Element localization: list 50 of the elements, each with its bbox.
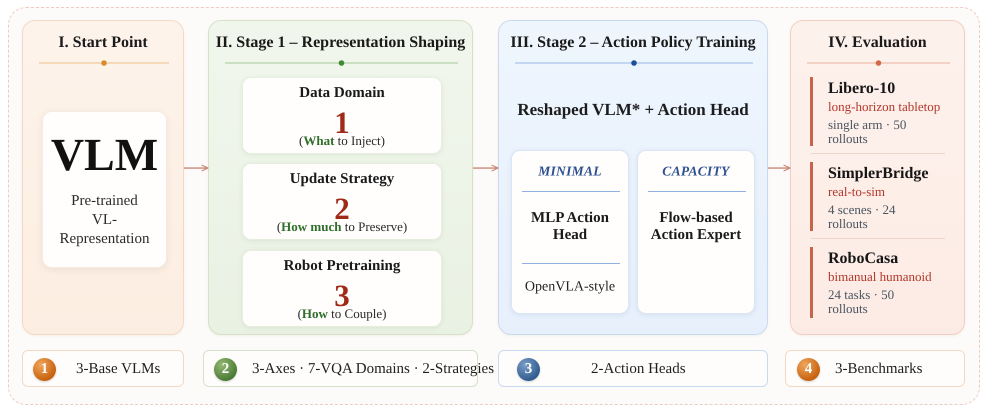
card-subtitle: (How to Couple): [298, 306, 386, 322]
arrow: [184, 164, 209, 172]
category-label: CAPACITY: [662, 162, 730, 180]
head-card: [511, 150, 629, 314]
model-name: VLM: [50, 130, 158, 180]
number-badge: 1: [33, 358, 56, 381]
panel-title: IV. Evaluation: [828, 33, 927, 53]
step-card: [242, 163, 442, 240]
benchmark-details: 24 tasks · 50 rollouts: [828, 288, 896, 316]
benchmark-task: long-horizon tabletop: [828, 99, 940, 115]
model-card: [42, 111, 167, 268]
panel-title: I. Start Point: [58, 33, 148, 53]
panel-title: III. Stage 2 – Action Policy Training: [510, 33, 756, 53]
step-card: [242, 77, 442, 154]
summary-box: [498, 350, 768, 387]
arrow: [768, 164, 791, 172]
card-subtitle: (How much to Preserve): [276, 219, 408, 235]
benchmark-task: bimanual humanoid: [828, 269, 932, 285]
card-title: MLP Action Head: [530, 210, 610, 244]
card-description: Pre-trained VL-Representation: [58, 192, 150, 249]
stage-panel: [498, 20, 768, 335]
step-card: [242, 250, 442, 327]
card-title: Flow-based Action Expert: [650, 210, 742, 244]
panel-title: II. Stage 1 – Representation Shaping: [216, 33, 466, 53]
summary-text: 3-Base VLMs: [76, 360, 160, 378]
number-badge: 3: [517, 358, 540, 381]
benchmark-task: real-to-sim: [828, 184, 886, 200]
benchmark-name: Libero-10: [828, 79, 896, 99]
stage-panel: [22, 20, 184, 335]
benchmark-name: SimplerBridge: [828, 164, 928, 184]
head-card: [637, 150, 755, 314]
panel-subtitle: Reshaped VLM* + Action Head: [517, 99, 749, 120]
card-title: Data Domain: [299, 84, 385, 102]
stage-panel: [790, 20, 965, 335]
benchmark-details: 4 scenes · 24 rollouts: [828, 203, 897, 231]
benchmark-name: RoboCasa: [828, 249, 898, 269]
benchmark-details: single arm · 50 rollouts: [828, 118, 908, 146]
category-label: MINIMAL: [538, 162, 602, 180]
summary-text: 2-Action Heads: [591, 360, 686, 378]
summary-box: [785, 350, 965, 387]
card-title: Robot Pretraining: [284, 257, 400, 275]
card-title: Update Strategy: [290, 170, 394, 188]
stage-panel: [208, 20, 473, 335]
summary-box: [22, 350, 184, 387]
summary-text: 3-Benchmarks: [835, 360, 922, 378]
arrow: [473, 164, 499, 172]
summary-text: 3-Axes · 7-VQA Domains · 2-Strategies: [252, 360, 494, 378]
number-badge: 4: [797, 358, 820, 381]
number-badge: 2: [214, 358, 237, 381]
card-note: OpenVLA-style: [524, 278, 616, 296]
